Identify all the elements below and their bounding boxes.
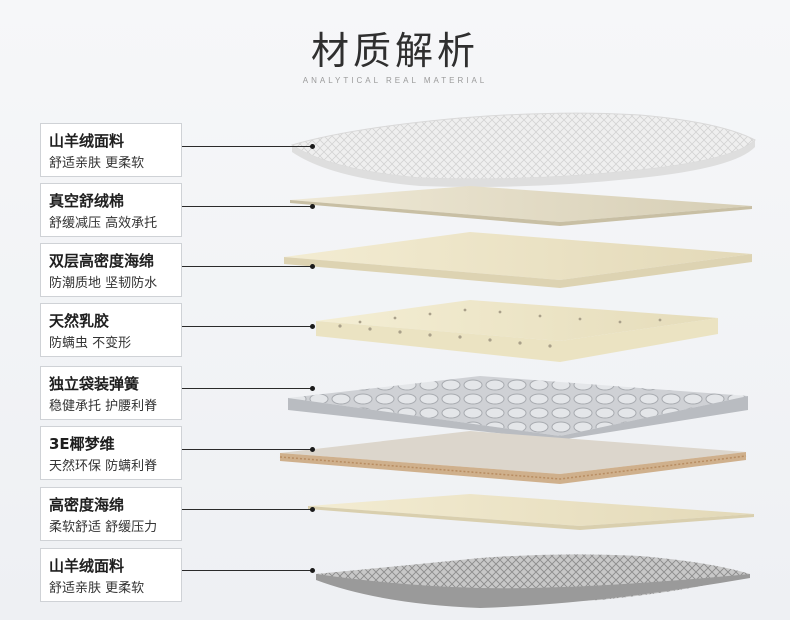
layer-latex	[316, 300, 718, 362]
layer-label-3: 双层高密度海绵 防潮质地 坚韧防水	[40, 243, 182, 297]
connector-line	[182, 266, 313, 267]
layer-label-7: 高密度海绵 柔软舒适 舒缓压力	[40, 487, 182, 541]
layer-label-6: 3E椰梦维 天然环保 防螨利脊	[40, 426, 182, 480]
connector-line	[182, 570, 313, 571]
connector-line	[182, 388, 313, 389]
layer-desc: 柔软舒适 舒缓压力	[49, 520, 158, 535]
connector-dot	[310, 507, 315, 512]
layer-name: 山羊绒面料	[49, 132, 125, 150]
page-subtitle: ANALYTICAL REAL MATERIAL	[302, 76, 488, 85]
page-title: 材质解析	[310, 29, 479, 73]
layer-name: 山羊绒面料	[49, 557, 125, 575]
connector-dot	[310, 204, 315, 209]
layer-name: 3E椰梦维	[49, 435, 115, 453]
layer-label-5: 独立袋装弹簧 稳健承托 护腰利脊	[40, 366, 182, 420]
connector-dot	[310, 386, 315, 391]
layer-fabric-top	[290, 112, 756, 187]
layer-label-8: 山羊绒面料 舒适亲肤 更柔软	[40, 548, 182, 602]
layer-label-4: 天然乳胶 防螨虫 不变形	[40, 303, 182, 357]
layer-name: 高密度海绵	[49, 496, 125, 514]
layer-desc: 舒适亲肤 更柔软	[49, 581, 145, 596]
connector-dot	[310, 324, 315, 329]
layer-label-2: 真空舒绒棉 舒缓减压 高效承托	[40, 183, 182, 237]
layer-desc: 防螨虫 不变形	[49, 336, 132, 351]
layer-desc: 舒缓减压 高效承托	[49, 216, 158, 231]
layer-double-sponge	[284, 232, 752, 288]
connector-line	[182, 146, 313, 147]
layer-cotton	[290, 186, 752, 226]
layer-name: 独立袋装弹簧	[49, 375, 140, 393]
layer-pocket-springs	[288, 376, 748, 440]
layer-label-1: 山羊绒面料 舒适亲肤 更柔软	[40, 123, 182, 177]
layer-desc: 防潮质地 坚韧防水	[49, 276, 158, 291]
layer-desc: 天然环保 防螨利脊	[49, 459, 158, 474]
layer-coir	[279, 431, 747, 484]
layer-name: 天然乳胶	[49, 312, 110, 330]
connector-dot	[310, 568, 315, 573]
layer-fabric-bottom	[316, 554, 750, 608]
connector-dot	[310, 144, 315, 149]
layer-sponge	[308, 494, 754, 530]
connector-line	[182, 449, 313, 450]
connector-line	[182, 206, 313, 207]
layer-desc: 稳健承托 护腰利脊	[49, 399, 158, 414]
connector-line	[182, 326, 313, 327]
connector-dot	[310, 264, 315, 269]
layer-name: 双层高密度海绵	[49, 252, 155, 270]
connector-line	[182, 509, 313, 510]
layer-desc: 舒适亲肤 更柔软	[49, 156, 145, 171]
layer-name: 真空舒绒棉	[49, 192, 125, 210]
connector-dot	[310, 447, 315, 452]
